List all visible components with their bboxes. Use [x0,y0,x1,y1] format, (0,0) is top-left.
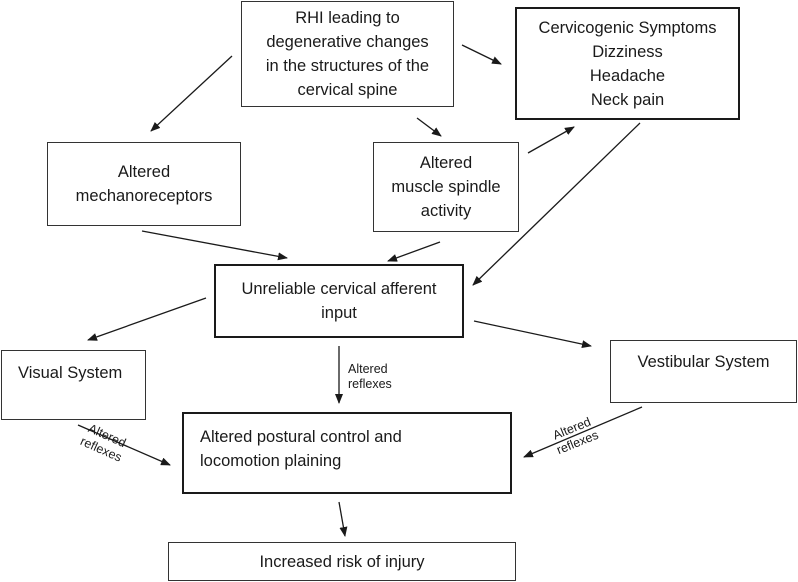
node-altered-mechanoreceptors: Altered mechanoreceptors [47,142,241,226]
arrow-mechanoreceptors-to-afferent [141,230,288,261]
arrow-afferent-to-visual [87,297,207,341]
arrow-rhi-to-spindle [416,117,442,137]
arrow-rhi-to-mechanoreceptors [150,55,233,132]
arrow-spindle-to-symptoms [527,126,575,154]
node-rhi: RHI leading to degenerative changes in t… [241,1,454,107]
arrow-symptoms-to-afferent [472,122,641,286]
edge-label-center-altered-reflexes: Altered reflexes [348,362,392,391]
arrow-rhi-to-symptoms [461,44,502,65]
node-increased-risk-of-injury: Increased risk of injury [168,542,516,581]
arrow-spindle-to-afferent [387,241,441,262]
node-altered-muscle-spindle: Altered muscle spindle activity [373,142,519,232]
node-cervicogenic-symptoms: Cervicogenic Symptoms Dizziness Headache… [515,7,740,120]
node-unreliable-afferent-input: Unreliable cervical afferent input [214,264,464,338]
arrow-visual-to-postural [77,424,171,466]
arrow-afferent-to-vestibular [473,320,592,349]
arrow-postural-to-injury [338,501,348,537]
arrow-vestibular-to-postural [523,406,643,458]
node-altered-postural-control: Altered postural control and locomotion … [182,412,512,494]
node-vestibular-system: Vestibular System [610,340,797,403]
node-visual-system: Visual System [1,350,146,420]
